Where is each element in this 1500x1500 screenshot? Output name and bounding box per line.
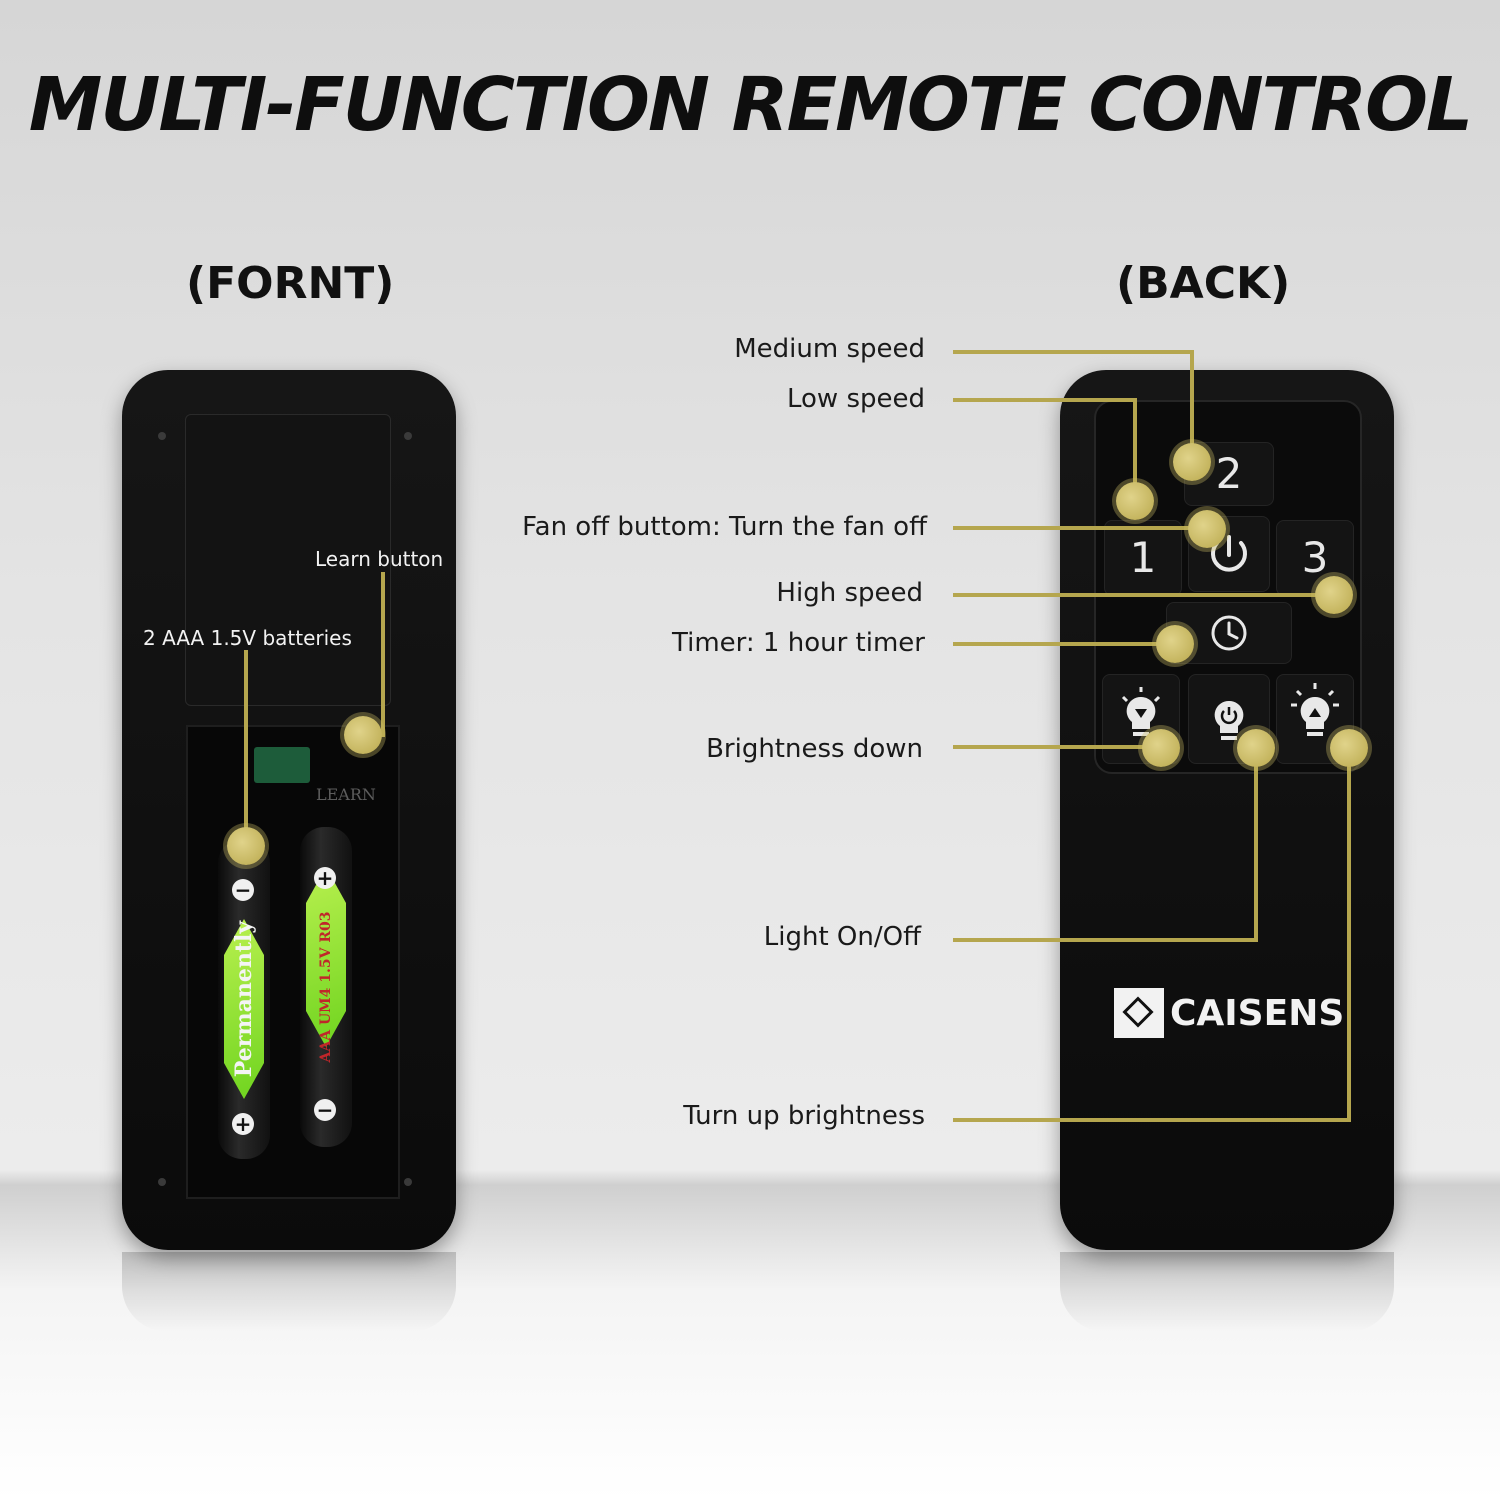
callout-dot-batteries xyxy=(227,827,265,865)
screw xyxy=(158,432,166,440)
callout-dot-medium-speed xyxy=(1173,443,1211,481)
battery-right: + − AAA UM4 1.5V R03 xyxy=(300,827,352,1147)
label-turn-up-brightness: Turn up brightness xyxy=(683,1101,925,1131)
battery-compartment: LEARN − + Permanently + − AAA UM4 1.5V R… xyxy=(186,725,400,1199)
clock-icon xyxy=(1211,615,1247,651)
callout-dot-brightness-up xyxy=(1330,729,1368,767)
front-remote-reflection xyxy=(122,1252,456,1332)
callout-dot-high-speed xyxy=(1315,576,1353,614)
back-heading: (BACK) xyxy=(1116,258,1291,309)
callout-dot-fan-off xyxy=(1188,510,1226,548)
screw xyxy=(404,1178,412,1186)
battery-brand-text: Permanently xyxy=(231,920,257,1078)
speed-1-button[interactable]: 1 xyxy=(1104,520,1182,596)
brand-mark-icon xyxy=(1114,988,1164,1038)
label-timer: Timer: 1 hour timer xyxy=(672,628,925,658)
power-icon xyxy=(1211,535,1247,572)
circuit-board xyxy=(254,747,310,783)
callout-dot-low-speed xyxy=(1116,482,1154,520)
bulb-down-icon xyxy=(1121,687,1161,736)
callout-dot-light-on-off xyxy=(1237,729,1275,767)
bulb-power-icon xyxy=(1214,700,1244,740)
brand-name: CAISENS xyxy=(1170,992,1345,1034)
page-title: MULTI-FUNCTION REMOTE CONTROL xyxy=(28,62,1473,148)
back-remote-reflection xyxy=(1060,1252,1394,1332)
brand-logo: CAISENS xyxy=(1114,988,1344,1038)
callout-dot-learn xyxy=(344,716,382,754)
learn-button-label: Learn button xyxy=(315,547,444,571)
label-high-speed: High speed xyxy=(776,578,923,608)
label-brightness-down: Brightness down xyxy=(706,734,923,764)
learn-print: LEARN xyxy=(316,785,376,804)
screw xyxy=(158,1178,166,1186)
label-light-on-off: Light On/Off xyxy=(763,922,921,952)
battery-spec-text: AAA UM4 1.5V R03 xyxy=(318,911,334,1063)
label-low-speed: Low speed xyxy=(786,384,925,414)
battery-cover-area xyxy=(185,414,391,706)
batteries-label: 2 AAA 1.5V batteries xyxy=(143,626,352,650)
callout-dot-brightness-down xyxy=(1142,729,1180,767)
battery-left: − + Permanently xyxy=(218,839,270,1159)
callout-dot-timer xyxy=(1156,625,1194,663)
screw xyxy=(404,432,412,440)
front-remote: LEARN − + Permanently + − AAA UM4 1.5V R… xyxy=(122,370,456,1250)
bulb-up-icon xyxy=(1291,683,1339,736)
label-fan-off: Fan off buttom: Turn the fan off xyxy=(522,512,927,542)
front-heading: (FORNT) xyxy=(186,258,395,309)
label-medium-speed: Medium speed xyxy=(734,334,925,364)
